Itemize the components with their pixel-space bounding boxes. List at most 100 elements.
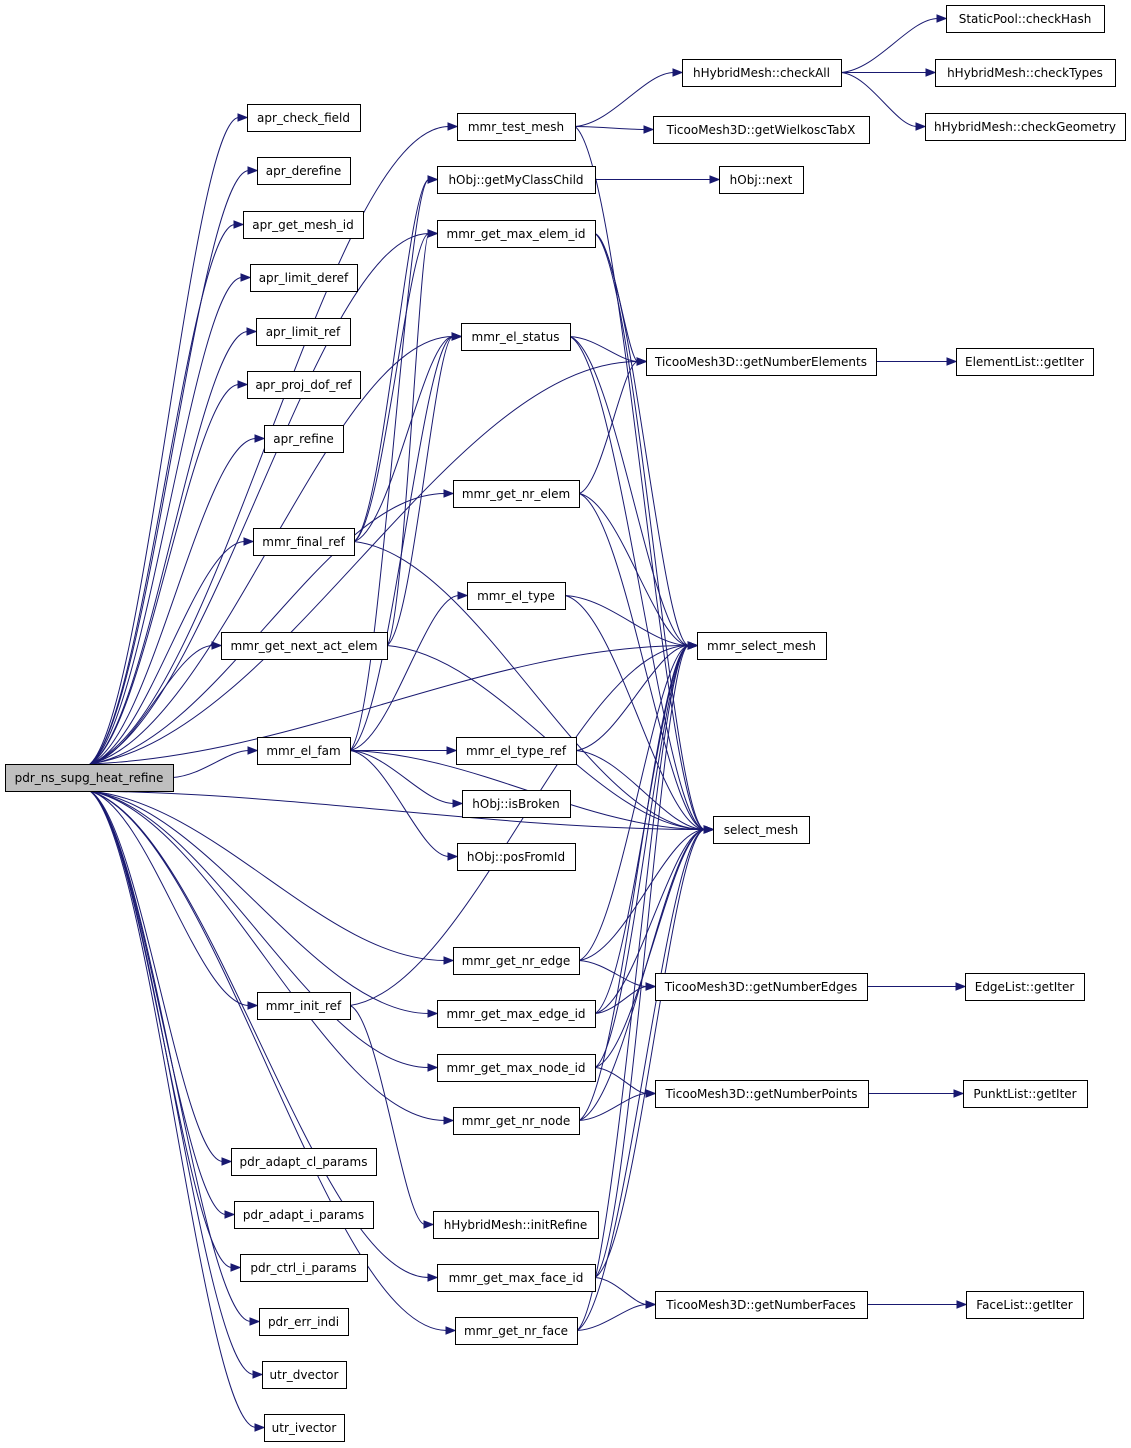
node-label: mmr_test_mesh: [468, 120, 564, 134]
node-box: [264, 425, 344, 453]
node-mmr-get-max-face-id[interactable]: mmr_get_max_face_id: [437, 1264, 596, 1292]
node-mmr-el-status[interactable]: mmr_el_status: [461, 323, 571, 351]
node-apr-get-mesh-id[interactable]: apr_get_mesh_id: [243, 211, 364, 239]
arrow-head-icon: [230, 1263, 242, 1272]
node-box: [467, 582, 566, 610]
node-staticpool-checkhash[interactable]: StaticPool::checkHash: [946, 5, 1105, 33]
call-edge: [353, 336, 454, 542]
node-hobj-next[interactable]: hObj::next: [719, 166, 804, 194]
node-apr-limit-ref[interactable]: apr_limit_ref: [256, 318, 351, 346]
call-edge: [89, 438, 257, 765]
node-hhybridmesh-checkgeometry[interactable]: hHybridMesh::checkGeometry: [925, 113, 1126, 141]
call-edge: [89, 117, 240, 765]
node-apr-limit-deref[interactable]: apr_limit_deref: [250, 264, 358, 292]
call-edge: [575, 750, 706, 830]
node-box: [257, 737, 351, 765]
node-label: mmr_el_type_ref: [466, 744, 567, 758]
node-mmr-el-fam[interactable]: mmr_el_fam: [257, 737, 351, 765]
node-mmr-get-nr-face[interactable]: mmr_get_nr_face: [455, 1317, 578, 1345]
arrow-head-icon: [443, 489, 455, 498]
node-ticoomesh3d-getnumberpoints[interactable]: TicooMesh3D::getNumberPoints: [655, 1080, 869, 1108]
call-edge: [89, 170, 250, 765]
node-mmr-el-type[interactable]: mmr_el_type: [467, 582, 566, 610]
arrow-head-icon: [446, 746, 458, 755]
node-box: [257, 992, 351, 1020]
arrow-head-icon: [703, 825, 715, 834]
call-edge: [349, 1005, 426, 1225]
node-hobj-posfromid[interactable]: hObj::posFromId: [457, 843, 576, 871]
node-mmr-get-nr-node[interactable]: mmr_get_nr_node: [453, 1107, 580, 1135]
call-edge: [576, 829, 706, 1331]
arrow-head-icon: [643, 125, 655, 134]
node-mmr-test-mesh[interactable]: mmr_test_mesh: [457, 113, 576, 141]
node-ticoomesh3d-getwielkosctabx[interactable]: TicooMesh3D::getWielkoscTabX: [653, 116, 870, 144]
call-edge: [386, 233, 430, 646]
call-edge: [594, 986, 648, 1014]
call-edge: [89, 790, 250, 1006]
node-box: [697, 632, 827, 660]
node-apr-proj-dof-ref[interactable]: apr_proj_dof_ref: [247, 371, 361, 399]
call-edge: [89, 790, 446, 1121]
arrow-head-icon: [427, 1273, 439, 1282]
node-hhybridmesh-initrefine[interactable]: hHybridMesh::initRefine: [433, 1211, 599, 1239]
arrow-head-icon: [955, 982, 967, 991]
node-select-mesh[interactable]: select_mesh: [713, 816, 810, 844]
node-box: [234, 1201, 374, 1229]
arrow-head-icon: [247, 1001, 259, 1010]
node-box: [655, 1291, 868, 1319]
node-box: [646, 348, 877, 376]
node-facelist-getiter[interactable]: FaceList::getIter: [966, 1291, 1084, 1319]
node-pdr-adapt-i-params[interactable]: pdr_adapt_i_params: [234, 1201, 374, 1229]
node-pdr-err-indi[interactable]: pdr_err_indi: [259, 1308, 349, 1336]
node-hhybridmesh-checkall[interactable]: hHybridMesh::checkAll: [682, 59, 842, 87]
node-mmr-select-mesh[interactable]: mmr_select_mesh: [697, 632, 827, 660]
node-mmr-final-ref[interactable]: mmr_final_ref: [253, 528, 355, 556]
arrow-head-icon: [915, 122, 927, 131]
node-punktlist-getiter[interactable]: PunktList::getIter: [963, 1080, 1088, 1108]
node-mmr-get-max-edge-id[interactable]: mmr_get_max_edge_id: [437, 1000, 596, 1028]
node-edgelist-getiter[interactable]: EdgeList::getIter: [965, 973, 1085, 1001]
node-label: mmr_get_max_face_id: [449, 1271, 584, 1285]
arrow-head-icon: [249, 1317, 261, 1326]
node-apr-check-field[interactable]: apr_check_field: [247, 104, 361, 132]
arrow-head-icon: [443, 956, 455, 965]
node-ticoomesh3d-getnumberedges[interactable]: TicooMesh3D::getNumberEdges: [655, 973, 868, 1001]
node-label: ElementList::getIter: [965, 355, 1084, 369]
node-utr-dvector[interactable]: utr_dvector: [262, 1361, 347, 1389]
call-edge: [594, 829, 706, 1014]
node-ticoomesh3d-getnumberelements[interactable]: TicooMesh3D::getNumberElements: [646, 348, 877, 376]
node-apr-derefine[interactable]: apr_derefine: [257, 157, 351, 185]
call-edges: [89, 14, 968, 1432]
arrow-head-icon: [636, 357, 648, 366]
node-hhybridmesh-checktypes[interactable]: hHybridMesh::checkTypes: [935, 59, 1116, 87]
node-mmr-el-type-ref[interactable]: mmr_el_type_ref: [456, 737, 577, 765]
node-mmr-get-next-act-elem[interactable]: mmr_get_next_act_elem: [221, 632, 388, 660]
node-mmr-get-nr-edge[interactable]: mmr_get_nr_edge: [453, 947, 580, 975]
node-mmr-get-max-node-id[interactable]: mmr_get_max_node_id: [437, 1054, 596, 1082]
node-mmr-init-ref[interactable]: mmr_init_ref: [257, 992, 351, 1020]
node-hobj-isbroken[interactable]: hObj::isBroken: [462, 790, 571, 818]
node-box: [433, 1211, 599, 1239]
node-box: [682, 59, 842, 87]
node-box: [453, 1107, 580, 1135]
call-edge: [172, 750, 250, 778]
node-mmr-get-max-elem-id[interactable]: mmr_get_max_elem_id: [437, 220, 596, 248]
node-label: hHybridMesh::checkGeometry: [934, 120, 1116, 134]
call-edge: [578, 645, 690, 1121]
call-edge: [594, 1067, 648, 1094]
node-pdr-adapt-cl-params[interactable]: pdr_adapt_cl_params: [231, 1148, 377, 1176]
node-pdr-ctrl-i-params[interactable]: pdr_ctrl_i_params: [240, 1254, 368, 1282]
node-ticoomesh3d-getnumberfaces[interactable]: TicooMesh3D::getNumberFaces: [655, 1291, 868, 1319]
arrow-head-icon: [237, 113, 249, 122]
node-apr-refine[interactable]: apr_refine: [264, 425, 344, 453]
node-utr-ivector[interactable]: utr_ivector: [264, 1414, 345, 1442]
call-edge: [89, 790, 430, 1278]
arrow-head-icon: [447, 852, 459, 861]
node-hobj-getmyclasschild[interactable]: hObj::getMyClassChild: [437, 166, 596, 194]
node-mmr-get-nr-elem[interactable]: mmr_get_nr_elem: [453, 480, 580, 508]
node-root[interactable]: pdr_ns_supg_heat_refine: [5, 764, 174, 792]
node-label: hHybridMesh::checkAll: [693, 66, 830, 80]
node-box: [655, 973, 868, 1001]
node-label: mmr_final_ref: [262, 535, 345, 549]
node-elementlist-getiter[interactable]: ElementList::getIter: [956, 348, 1094, 376]
